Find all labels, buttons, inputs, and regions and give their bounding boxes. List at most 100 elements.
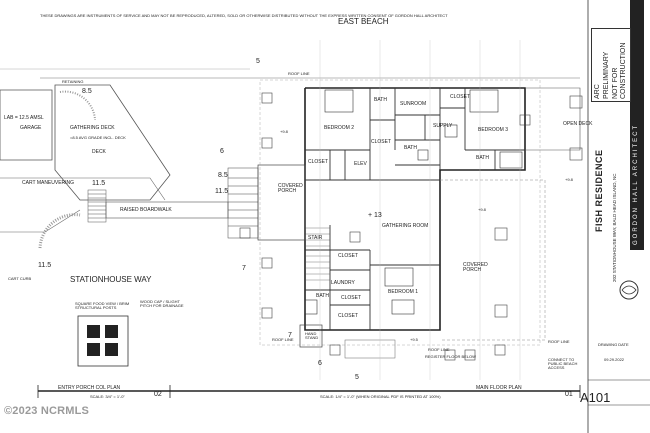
label-roof-line-bottom: ROOF LINE (272, 337, 294, 342)
room-closet-b1: CLOSET (338, 313, 359, 319)
plan-01-number: 01 (565, 391, 573, 398)
firm-name: GORDON HALL ARCHITECT (633, 123, 639, 245)
entry-stair (227, 167, 259, 239)
elevation-4: + 13 (368, 212, 382, 219)
preliminary-stamp: ARC PRELIMINARY NOT FOR CONSTRUCTION (591, 28, 631, 102)
elevation-9: 11.5 (215, 188, 229, 195)
room-bedroom-1: BEDROOM 1 (388, 289, 419, 295)
lower-steps (344, 339, 396, 359)
label-lab-note: LAB = 12.5 AMSL (4, 115, 44, 121)
project-address: 202 STATIONHOUSE WAY, BALD HEAD ISLAND, … (612, 173, 617, 282)
garage-outline (0, 89, 53, 161)
watermark: ©2023 NCRMLS (4, 405, 90, 417)
disclaimer-text: THESE DRAWINGS ARE INSTRUMENTS OF SERVIC… (40, 13, 448, 18)
room-covered-porch-left: COVERED PORCH (278, 183, 303, 194)
project-name: FISH RESIDENCE (594, 149, 604, 232)
room-bedroom-3: BEDROOM 3 (478, 127, 509, 133)
room-sunroom: SUNROOM (400, 101, 427, 107)
elevation-10: 8.5 (218, 172, 228, 179)
label-register: REGISTER FLOOR BELOW (425, 354, 476, 359)
label-garage: GARAGE (20, 125, 42, 131)
room-closet-b2: CLOSET (308, 159, 329, 165)
room-bath-mid: BATH (404, 145, 417, 151)
room-closet-mid: CLOSET (371, 139, 392, 145)
stamp-line-2: PRELIMINARY (603, 51, 610, 99)
dim-top: 5 (256, 58, 260, 65)
roof-line-right (440, 179, 546, 341)
label-roof-line-top: ROOF LINE (288, 71, 310, 76)
dim-lower-left: 7 (288, 332, 292, 339)
cart-path-edge (0, 177, 166, 201)
stamp-line-1: ARC (594, 84, 601, 99)
elevation-8: +9.5 (410, 337, 418, 342)
label-gathering-deck: GATHERING DECK (70, 125, 115, 131)
covered-porch-left-outline (257, 164, 306, 241)
hatch-arc (59, 90, 96, 121)
plan-02-title: ENTRY PORCH COL PLAN (58, 385, 121, 391)
gathering-deck-outline (54, 84, 171, 201)
room-bath-top: BATH (374, 97, 387, 103)
sheet-number: A101 (580, 390, 611, 405)
label-cart-curb: CART CURB (8, 276, 32, 281)
room-bedroom-2: BEDROOM 2 (324, 125, 355, 131)
stamp-line-3: NOT FOR (612, 67, 619, 99)
interior-walls (305, 88, 525, 330)
room-supply: SUPPLY (433, 123, 453, 129)
dim-bottom: 5 (355, 374, 359, 381)
cart-path-edge-lower (0, 209, 81, 233)
label-deck: DECK (92, 149, 106, 155)
label-raised-boardwalk: RAISED BOARDWALK (120, 207, 172, 213)
plan-01-scale: SCALE: 1/4" = 1'-0" (WHEN ORIGINAL PDF I… (320, 394, 441, 399)
plan-01-title: MAIN FLOOR PLAN (476, 385, 522, 391)
column-detail-blocks (87, 325, 118, 356)
label-roof-line-bottom-2: ROOF LINE (428, 347, 450, 352)
room-closet-top: CLOSET (450, 94, 471, 100)
label-connect-note: CONNECT TO PUBLIC BEACH ACCESS (548, 357, 578, 370)
room-gathering-room: GATHERING ROOM (382, 223, 429, 229)
site-stairs (87, 189, 107, 223)
hand-stand-outline (299, 324, 323, 348)
stamp-line-4: CONSTRUCTION (620, 42, 627, 99)
north-label: EAST BEACH (338, 17, 389, 26)
elevation-7: +9.8 (478, 207, 486, 212)
room-open-deck: OPEN DECK (563, 121, 593, 127)
label-roof-line-right: ROOF LINE (548, 339, 570, 344)
label-cart-maneuvering: CART MANEUVERING (22, 180, 75, 186)
column-detail-frame (77, 315, 129, 367)
room-hand-stand: HAND STAND (305, 331, 319, 340)
furniture (304, 89, 523, 315)
label-retaining: RETAINING (62, 79, 84, 84)
room-bath-right: BATH (476, 155, 489, 161)
room-closet-stair: CLOSET (338, 253, 359, 259)
label-col-note: SQUARE FOOD VIEW / BRIM STRUCTURAL POSTS (75, 301, 130, 310)
elevation-1: 8.5 (82, 88, 92, 95)
firm-band (630, 0, 644, 250)
interior-stair (305, 227, 330, 281)
room-stair: STAIR (308, 235, 323, 241)
room-covered-porch-right: COVERED PORCH (463, 262, 488, 273)
room-elev: ELEV (354, 161, 367, 167)
open-deck-outline (525, 87, 581, 151)
drawing-date-label: DRAWING DATE (598, 342, 629, 347)
dim-left: 6 (220, 148, 224, 155)
label-col-note-2: WOOD CAP / SLIGHT PITCH FOR DRAINAGE (140, 299, 184, 308)
firm-logo (619, 280, 639, 300)
dim-bottom-right: 6 (318, 360, 322, 367)
structural-columns (239, 92, 583, 361)
plan-02-scale: SCALE: 3/4" = 1'-0" (90, 394, 125, 399)
elevation-5: +9.8 (280, 129, 288, 134)
room-bath-low: BATH (316, 293, 329, 299)
roof-line-outer (259, 79, 541, 346)
elevation-2: 11.5 (92, 180, 106, 187)
hatch-arc-lower (38, 213, 81, 249)
drawing-date: 09.29.2022 (604, 357, 625, 362)
elevation-3: 11.5 (38, 262, 52, 269)
label-street: STATIONHOUSE WAY (70, 275, 152, 284)
label-gathering-deck-note: =8.5 AVG GRADE INCL. DECK (70, 135, 126, 140)
grid-lines (319, 40, 521, 380)
elevation-6: +9.8 (565, 177, 573, 182)
plan-02-number: 02 (154, 391, 162, 398)
room-closet-low: CLOSET (341, 295, 362, 301)
room-laundry: LAUNDRY (331, 280, 355, 286)
